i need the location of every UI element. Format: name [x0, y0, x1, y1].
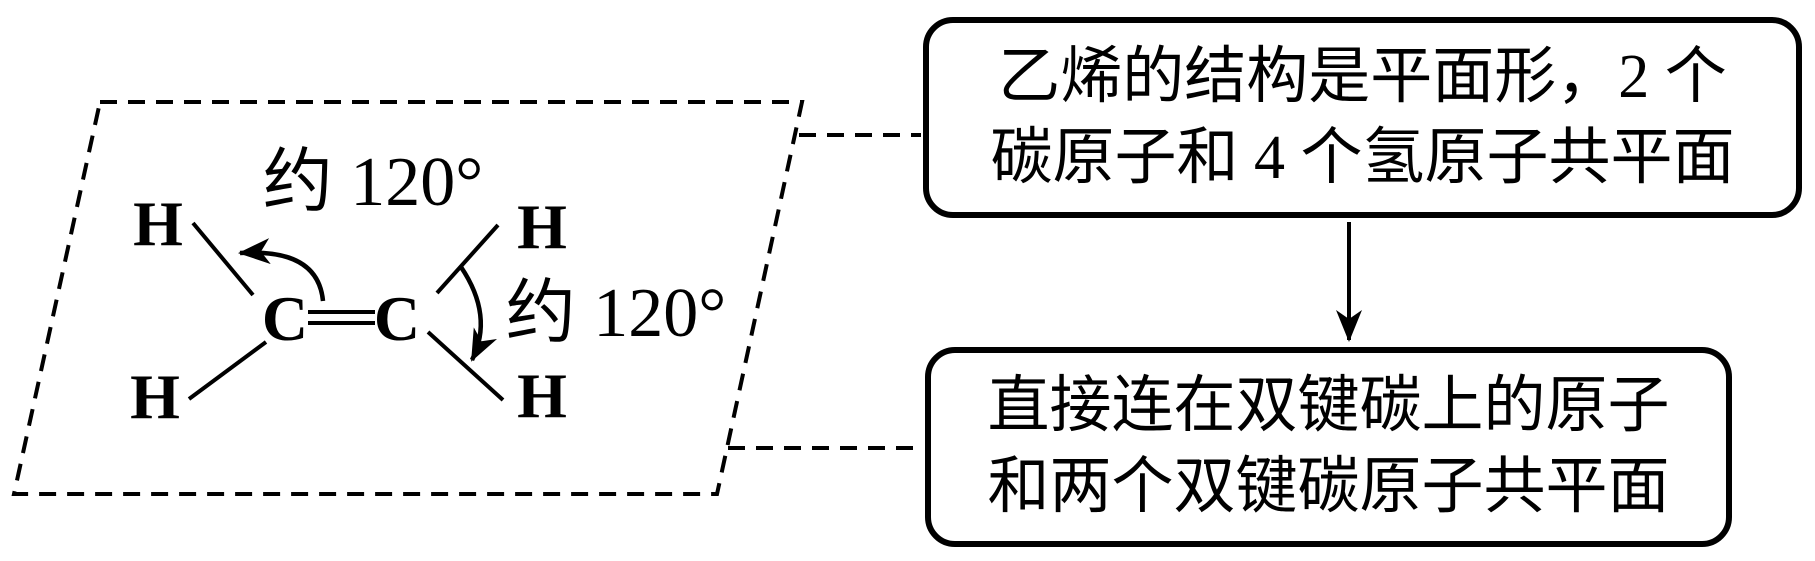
callout-planar-structure: 乙烯的结构是平面形，2 个 碳原子和 4 个氢原子共平面	[923, 17, 1802, 218]
atom-c-right: C	[374, 283, 420, 354]
callout-coplanar-atoms-line2: 和两个双键碳原子共平面	[987, 453, 1670, 521]
bond-h-top-left	[191, 221, 255, 297]
angle-arrow-right	[459, 265, 498, 362]
atom-h-bottom-right: H	[517, 360, 567, 431]
angle-arrow-left	[238, 238, 326, 302]
bond-h-bottom-left	[187, 340, 268, 401]
atom-h-top-left: H	[133, 188, 183, 259]
plane-dashed-outline	[11, 100, 805, 496]
callout-coplanar-atoms-line1: 直接连在双键碳上的原子	[987, 372, 1670, 440]
bond-h-bottom-right	[426, 330, 505, 402]
angle-label-top: 约 120°	[263, 144, 484, 221]
atom-h-top-right: H	[517, 191, 567, 262]
callout-coplanar-atoms: 直接连在双键碳上的原子 和两个双键碳原子共平面	[925, 347, 1732, 547]
callout-planar-structure-line1: 乙烯的结构是平面形，2 个	[998, 42, 1727, 111]
angle-label-right: 约 120°	[506, 275, 727, 352]
atom-h-bottom-left: H	[130, 361, 180, 432]
bond-h-top-right	[435, 223, 500, 295]
callout-planar-structure-line2: 碳原子和 4 个氢原子共平面	[990, 123, 1735, 192]
atom-c-left: C	[262, 283, 308, 354]
